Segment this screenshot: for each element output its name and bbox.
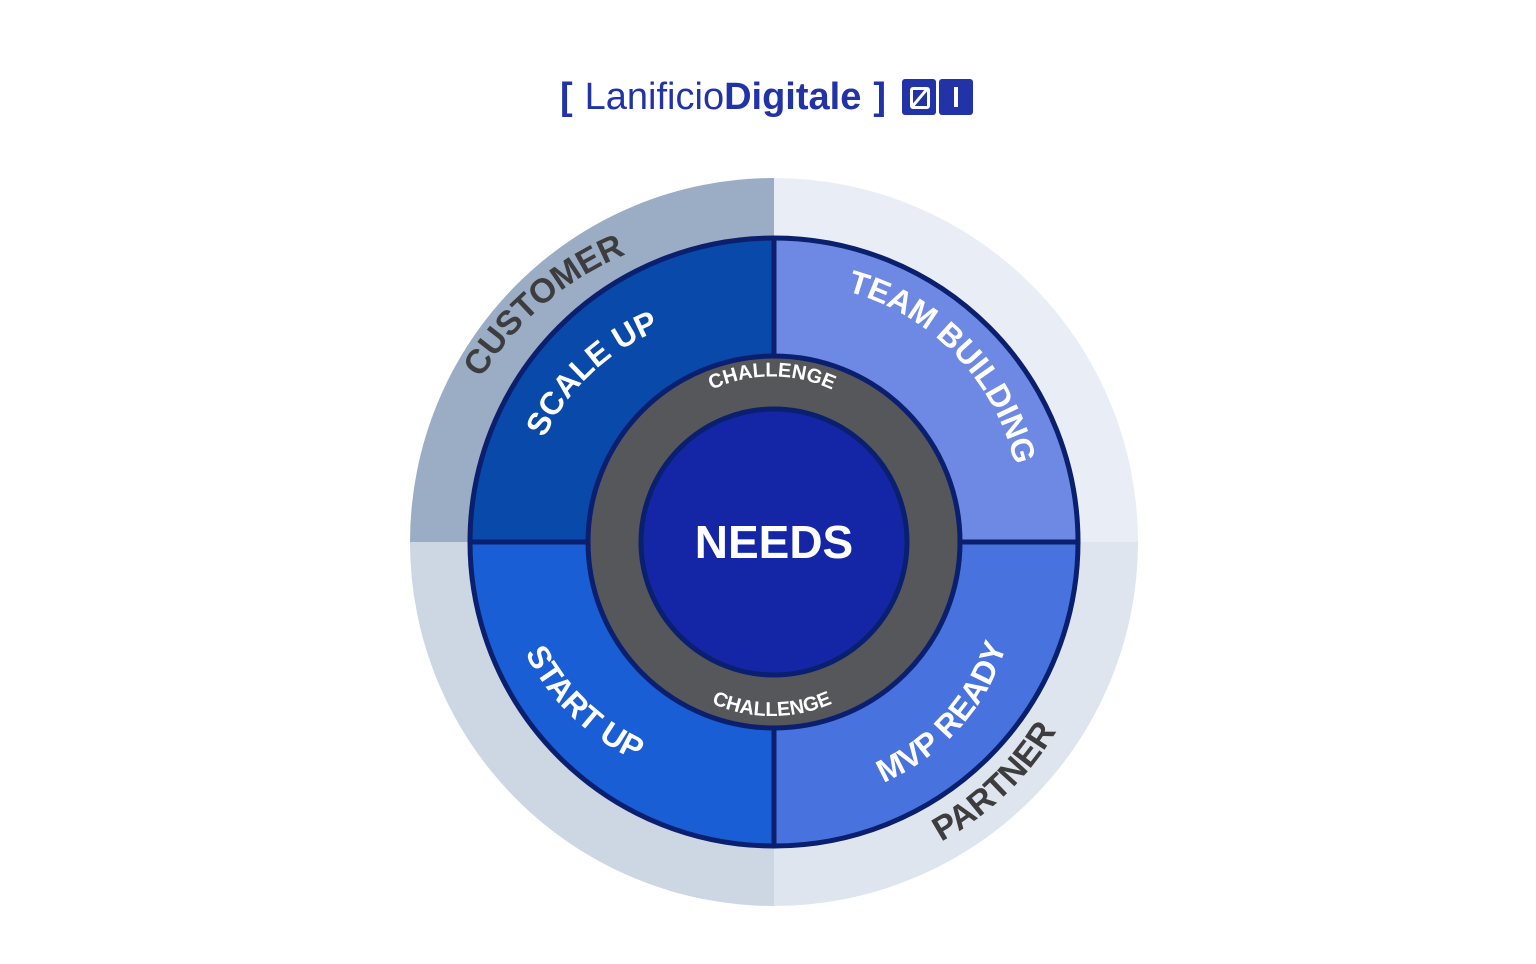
- middle-ring-outline: [467, 235, 1081, 849]
- logo-close-bracket: ]: [873, 75, 886, 118]
- logo-text-bold: Digitale: [724, 75, 862, 118]
- zero-slash-icon: [901, 79, 936, 115]
- logo-open-bracket: [: [560, 75, 573, 118]
- needs-core: [638, 406, 910, 678]
- one-bar-icon: [938, 79, 973, 115]
- brand-logo: [ Lanificio Digitale ]: [560, 72, 973, 122]
- logo-text-light: Lanificio: [584, 75, 725, 118]
- needs-label: NEEDS: [695, 516, 853, 568]
